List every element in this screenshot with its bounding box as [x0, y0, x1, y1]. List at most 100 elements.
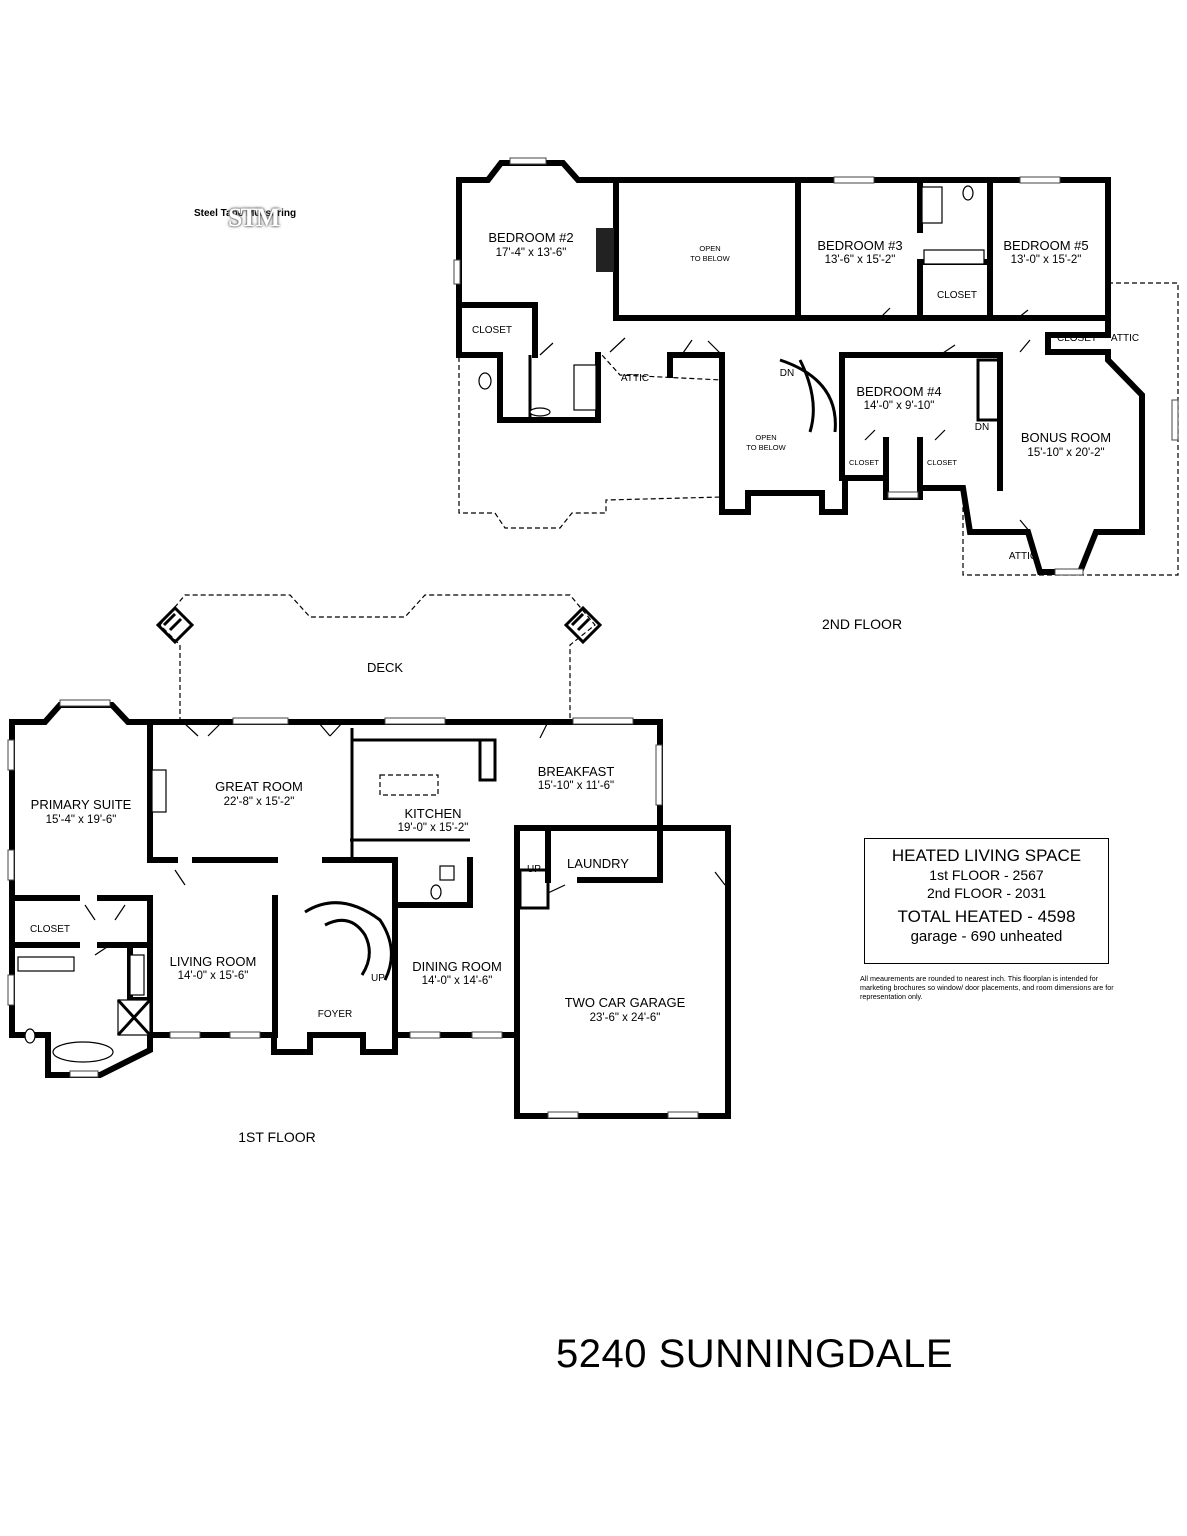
summary-total: TOTAL HEATED - 4598	[897, 907, 1076, 926]
living-room-dimensions: 14'-0" x 15'-6"	[178, 970, 249, 982]
open-to-below-line2: TO BELOW	[690, 254, 730, 263]
bonus-room-dimensions: 15'-10" x 20'-2"	[1027, 447, 1104, 459]
fireplace-icon	[596, 228, 614, 272]
bath2-wall	[498, 355, 532, 420]
primary-suite-dimensions: 15'-4" x 19'-6"	[46, 814, 117, 826]
bonus-room-label: BONUS ROOM	[1021, 430, 1111, 445]
second-floor-plan: BEDROOM #2 17'-4" x 13'-6" OPEN TO BELOW…	[453, 157, 1179, 632]
toilet-icon	[962, 185, 974, 201]
window	[7, 849, 15, 881]
closet-label: CLOSET	[472, 325, 512, 336]
deck-outline	[159, 594, 596, 722]
bathtub-icon	[52, 1041, 114, 1063]
bonus-stair	[976, 358, 1002, 422]
toilet-icon	[430, 884, 442, 900]
second-floor-outer-wall	[456, 160, 1145, 575]
vanity-icon	[923, 249, 985, 265]
open-to-below-line2: TO BELOW	[746, 443, 786, 452]
window	[69, 1070, 99, 1078]
kitchen-counters	[350, 728, 497, 860]
bedroom5-dimensions: 13'-0" x 15'-2"	[1011, 254, 1082, 266]
window	[229, 1031, 261, 1039]
closet-label: CLOSET	[927, 458, 957, 467]
heated-space-summary: HEATED LIVING SPACE 1st FLOOR - 2567 2nd…	[864, 838, 1109, 964]
closet-label: CLOSET	[30, 924, 70, 935]
window	[7, 974, 15, 1006]
deck-label: DECK	[367, 660, 403, 675]
window	[59, 699, 111, 707]
closet-label: CLOSET	[849, 458, 879, 467]
great-room-dimensions: 22'-8" x 15'-2"	[224, 796, 295, 808]
logo-mark: STM	[228, 203, 280, 232]
summary-garage: garage - 690 unheated	[910, 928, 1063, 945]
summary-first-floor: 1st FLOOR - 2567	[929, 867, 1044, 883]
kitchen-dimensions: 19'-0" x 15'-2"	[398, 822, 469, 834]
laundry-stair	[518, 868, 550, 910]
stair-up-label: UP	[371, 973, 385, 984]
stair-down-label: DN	[975, 422, 989, 433]
fireplace-icon	[129, 954, 145, 996]
window	[453, 259, 461, 285]
sink-icon	[439, 865, 455, 881]
shower-icon	[116, 998, 152, 1037]
attic-outline-right	[962, 282, 1179, 576]
window	[833, 176, 875, 184]
summary-second-floor: 2nd FLOOR - 2031	[926, 885, 1047, 901]
vanity-icon	[17, 956, 75, 972]
door-swings	[539, 307, 1031, 533]
closet-label: CLOSET	[1057, 333, 1097, 344]
foyer-label: FOYER	[318, 1009, 352, 1020]
second-floor-title: 2ND FLOOR	[822, 616, 902, 632]
breakfast-label: BREAKFAST	[538, 764, 615, 779]
stair-down-label: DN	[780, 368, 794, 379]
first-floor-title: 1ST FLOOR	[238, 1129, 316, 1145]
summary-heading: HEATED LIVING SPACE	[891, 846, 1082, 865]
window	[655, 744, 663, 806]
property-address: 5240 SUNNINGDALE	[556, 1332, 954, 1376]
first-floor-plan: DECK PRIMARY SUITE 15'-4" x 19'-6" GREAT…	[7, 594, 731, 1145]
window	[887, 491, 919, 499]
bathtub-icon	[573, 364, 597, 411]
window	[1171, 399, 1179, 441]
attic-label: ATTIC	[621, 373, 649, 384]
window	[232, 717, 289, 725]
window	[509, 157, 547, 165]
window	[547, 1111, 579, 1119]
bedroom2-label: BEDROOM #2	[488, 230, 573, 245]
great-room-label: GREAT ROOM	[215, 779, 303, 794]
fireplace-icon	[151, 769, 167, 813]
stair-up-label: UP	[527, 864, 541, 875]
kitchen-label: KITCHEN	[404, 806, 461, 821]
window	[409, 1031, 441, 1039]
window	[169, 1031, 201, 1039]
bedroom4-dimensions: 14'-0" x 9'-10"	[864, 400, 935, 412]
garage-label: TWO CAR GARAGE	[565, 995, 686, 1010]
bedroom2-dimensions: 17'-4" x 13'-6"	[496, 247, 567, 259]
dining-room-dimensions: 14'-0" x 14'-6"	[422, 975, 493, 987]
primary-suite-label: PRIMARY SUITE	[31, 797, 132, 812]
upper-stair-curve	[779, 358, 837, 433]
dining-room-label: DINING ROOM	[412, 959, 502, 974]
bedroom5-label: BEDROOM #5	[1003, 238, 1088, 253]
attic-label: ATTIC	[1009, 551, 1037, 562]
bathtub-icon	[921, 186, 943, 224]
door-swings	[84, 721, 726, 956]
attic-label: ATTIC	[1111, 333, 1139, 344]
window	[667, 1111, 699, 1119]
toilet-icon	[478, 372, 492, 390]
toilet-icon	[24, 1028, 36, 1044]
bedroom3-label: BEDROOM #3	[817, 238, 902, 253]
window	[572, 717, 634, 725]
living-room-label: LIVING ROOM	[170, 954, 257, 969]
garage-dimensions: 23'-6" x 24'-6"	[590, 1012, 661, 1024]
open-to-below-line1: OPEN	[755, 433, 776, 442]
closet-label: CLOSET	[937, 290, 977, 301]
bedroom3-dimensions: 13'-6" x 15'-2"	[825, 254, 896, 266]
window	[384, 717, 446, 725]
window	[7, 739, 15, 771]
laundry-label: LAUNDRY	[567, 856, 629, 871]
breakfast-dimensions: 15'-10" x 11'-6"	[538, 780, 614, 792]
bedroom4-label: BEDROOM #4	[856, 384, 941, 399]
main-stair-curve	[304, 901, 393, 981]
